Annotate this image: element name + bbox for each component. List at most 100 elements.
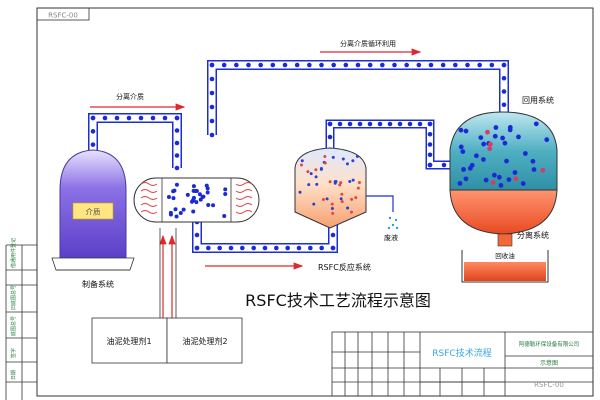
pipe-dot xyxy=(347,121,353,127)
reactor-dot xyxy=(315,182,319,186)
separator-dot xyxy=(481,157,486,162)
pipe-dot xyxy=(337,121,343,127)
mixer-drum xyxy=(133,177,260,223)
pipe-dot xyxy=(209,104,215,110)
reactor-dot xyxy=(309,172,313,176)
mixer-dot xyxy=(198,197,203,202)
separator-dot xyxy=(493,125,499,130)
pipe-dot xyxy=(392,62,397,68)
separation-system-label: 分离系统 xyxy=(517,230,549,240)
pipe-dot xyxy=(377,121,383,127)
pipe-dot xyxy=(251,245,256,251)
waste-drops xyxy=(387,216,399,230)
reactor-dot xyxy=(341,157,345,161)
separator-dot xyxy=(481,141,487,147)
pipe-dot xyxy=(307,62,312,68)
separator-dot xyxy=(458,127,464,133)
pipe-dot xyxy=(174,128,180,133)
pipe-dot xyxy=(174,153,180,158)
reactor-dot xyxy=(348,180,352,184)
pipe-dot xyxy=(327,121,333,127)
separator-dot xyxy=(487,146,493,152)
reactor-dot xyxy=(356,186,360,190)
pipe-dot xyxy=(441,162,447,168)
reactor-dot xyxy=(321,198,325,202)
separator-dot xyxy=(461,167,466,172)
reactor-dot xyxy=(319,167,323,171)
mixer-dot xyxy=(194,200,199,205)
separator-dot xyxy=(487,141,493,147)
pipe-dot xyxy=(428,62,434,68)
mixer-dot xyxy=(201,194,206,199)
mixer-dot xyxy=(191,209,196,214)
separator-dot xyxy=(491,172,497,178)
mixer-dot xyxy=(172,188,177,193)
reactor-dot xyxy=(346,206,350,210)
separator-dot xyxy=(531,167,537,172)
pipe-dot xyxy=(319,245,324,251)
reactor-dot xyxy=(328,180,332,184)
preparation-tank: 介质 xyxy=(51,149,135,271)
pipe-dot xyxy=(209,132,215,138)
agent1-box: 油泥处理剂1 xyxy=(91,317,168,364)
margin-label-3: 底图总号 xyxy=(10,316,17,336)
pipe-dot xyxy=(194,232,200,238)
heating-coil-right xyxy=(235,182,253,214)
recycle-medium-label: 分离介质循环利用 xyxy=(340,39,396,48)
separator-dot xyxy=(490,180,496,185)
pipe-dot xyxy=(440,62,446,68)
reactor-dot xyxy=(330,207,334,211)
pipe-dot xyxy=(296,245,302,251)
medium-label: 介质 xyxy=(86,207,101,217)
reactor-dot xyxy=(350,210,354,214)
separator-dot xyxy=(458,144,464,150)
reactor-dot xyxy=(340,200,344,204)
separator-dot xyxy=(500,135,506,141)
separator-dot xyxy=(457,181,463,186)
margin-label-5: 日期 xyxy=(11,370,17,380)
pipe-dot xyxy=(209,90,215,96)
separator-dot xyxy=(502,140,508,146)
pipe-dot xyxy=(209,62,215,68)
drawing-name: RSFC技术流程 xyxy=(432,347,491,359)
mixer-dot xyxy=(174,214,179,219)
reactor-dot xyxy=(355,154,359,158)
separator-dot xyxy=(496,174,502,180)
waste-drop xyxy=(391,223,395,227)
title-block xyxy=(331,331,594,397)
mixer-dot xyxy=(174,182,179,187)
waste-label: 废液 xyxy=(384,233,398,242)
drawing-code: RSFC-00 xyxy=(48,12,78,20)
separator-dot xyxy=(513,176,519,182)
separator-dot xyxy=(498,182,504,188)
separator-dot xyxy=(474,153,479,159)
reactor-dot xyxy=(345,162,349,166)
pipe-dot xyxy=(501,102,507,108)
pipe-dot xyxy=(327,134,333,140)
pipe-dot xyxy=(282,62,288,68)
separator-dot xyxy=(460,149,466,155)
reactor-dot xyxy=(331,211,335,215)
separator-dot xyxy=(467,165,473,171)
reactor-dot xyxy=(351,178,355,182)
pipe-dot xyxy=(209,76,215,82)
reactor-dot xyxy=(325,197,329,201)
agent-feed-lines xyxy=(159,228,177,318)
diagram-title: RSFC技术工艺流程示意图 xyxy=(245,291,431,310)
recovered-oil-tray: 回收油 xyxy=(461,250,549,283)
reactor-dot xyxy=(300,159,304,163)
mixer-dot xyxy=(223,187,228,192)
waste-drop xyxy=(387,226,391,230)
pipe-dot xyxy=(387,121,393,127)
pipe-dot xyxy=(417,121,423,127)
reactor-dot xyxy=(351,159,355,163)
pipe-dot xyxy=(501,89,507,94)
pipe-dot xyxy=(404,62,409,68)
separator-dot xyxy=(478,135,484,140)
pipe-dot xyxy=(357,121,363,127)
reaction-system-label: RSFC反应系统 xyxy=(318,262,371,272)
mixer-dot xyxy=(222,213,227,218)
pipe-dot xyxy=(194,245,200,251)
title-block-code: RSFC-00 xyxy=(534,381,564,389)
reactor-dot xyxy=(298,190,302,194)
